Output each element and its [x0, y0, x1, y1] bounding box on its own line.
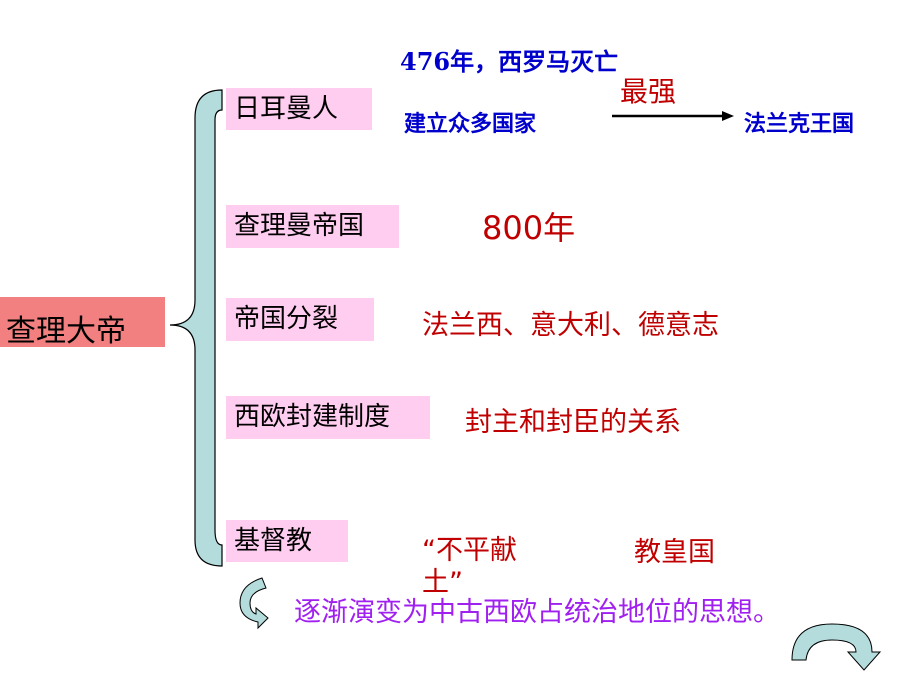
brace-shape	[169, 89, 223, 567]
root-label: 查理大帝	[6, 314, 126, 349]
branch-label: 西欧封建制度	[234, 402, 391, 432]
curved-arrow-icon	[239, 577, 269, 630]
note-papal-state: 教皇国	[634, 537, 715, 568]
note-feudal-relation: 封主和封臣的关系	[465, 407, 681, 438]
note-evolution: 逐渐演变为中古西欧占统治地位的思想。	[294, 597, 780, 628]
note-strongest: 最强	[620, 75, 677, 108]
branch-label: 帝国分裂	[234, 304, 339, 334]
note-fall-of-rome: 476年，西罗马灭亡	[400, 47, 619, 76]
branch-charlemagne-empire: 查理曼帝国	[226, 205, 399, 248]
branch-christianity: 基督教	[226, 520, 348, 562]
branch-empire-split: 帝国分裂	[226, 298, 374, 341]
note-frankish-kingdom: 法兰克王国	[744, 111, 855, 137]
branch-label: 日耳曼人	[234, 94, 339, 124]
branch-germanic: 日耳曼人	[226, 88, 372, 130]
note-year-800: 800年	[482, 209, 576, 247]
branch-feudal-system: 西欧封建制度	[226, 396, 430, 439]
root-node: 查理大帝	[0, 297, 165, 349]
note-split-result: 法兰西、意大利、德意志	[422, 310, 719, 341]
note-no-tribute-line1: “不平献	[422, 535, 517, 566]
branch-label: 基督教	[234, 526, 313, 556]
return-arrow-icon	[791, 623, 882, 671]
note-no-tribute-line2: 土”	[422, 567, 463, 598]
branch-label: 查理曼帝国	[234, 211, 365, 241]
note-many-states: 建立众多国家	[404, 111, 537, 137]
